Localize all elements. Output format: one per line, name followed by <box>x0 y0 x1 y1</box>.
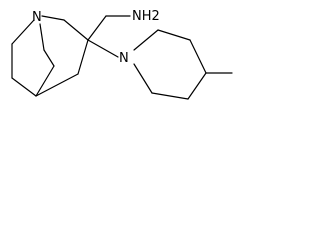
bond-upper-ch2-quaternary-c <box>63 19 89 41</box>
molecular-structure: N N NH2 <box>11 9 233 100</box>
atom-label-amine: NH2 <box>132 9 160 24</box>
bond-ring-ch2-bottom-ch <box>35 73 79 97</box>
bond-quaternary-c-n-piperidine <box>87 39 119 58</box>
bond-mid-lower-ch2-bottom-ch <box>35 65 55 97</box>
bond-n1-upper-ch2 <box>41 15 65 21</box>
bond-lower-left-ch2-bottom-ch <box>11 77 37 97</box>
bond-n1-left-ch2 <box>11 19 35 45</box>
bond-quaternary-c-ring-ch2 <box>77 39 89 75</box>
bond-lower-right-ch2-bottom-ch2 <box>151 92 189 100</box>
bond-ch-lower-right-ch2 <box>187 72 207 100</box>
quinuclidine-ring <box>11 15 89 97</box>
bond-quaternary-c-ch2 <box>87 15 107 41</box>
aminomethyl-group <box>87 15 131 41</box>
bond-bottom-ch2-n <box>133 63 153 94</box>
bond-n1-mid-ch2 <box>39 23 45 51</box>
methylpiperidine-ring <box>133 29 233 100</box>
atom-label-n-bridgehead: N <box>32 10 42 25</box>
bond-upper-right-ch2-ch <box>189 39 207 74</box>
bond-mid-ch2-mid-lower-ch2 <box>43 49 55 67</box>
bond-top-ch2-upper-right-ch2 <box>157 29 191 41</box>
bond-n-top-ch2 <box>133 29 159 51</box>
atom-label-n-piperidine: N <box>119 51 129 66</box>
